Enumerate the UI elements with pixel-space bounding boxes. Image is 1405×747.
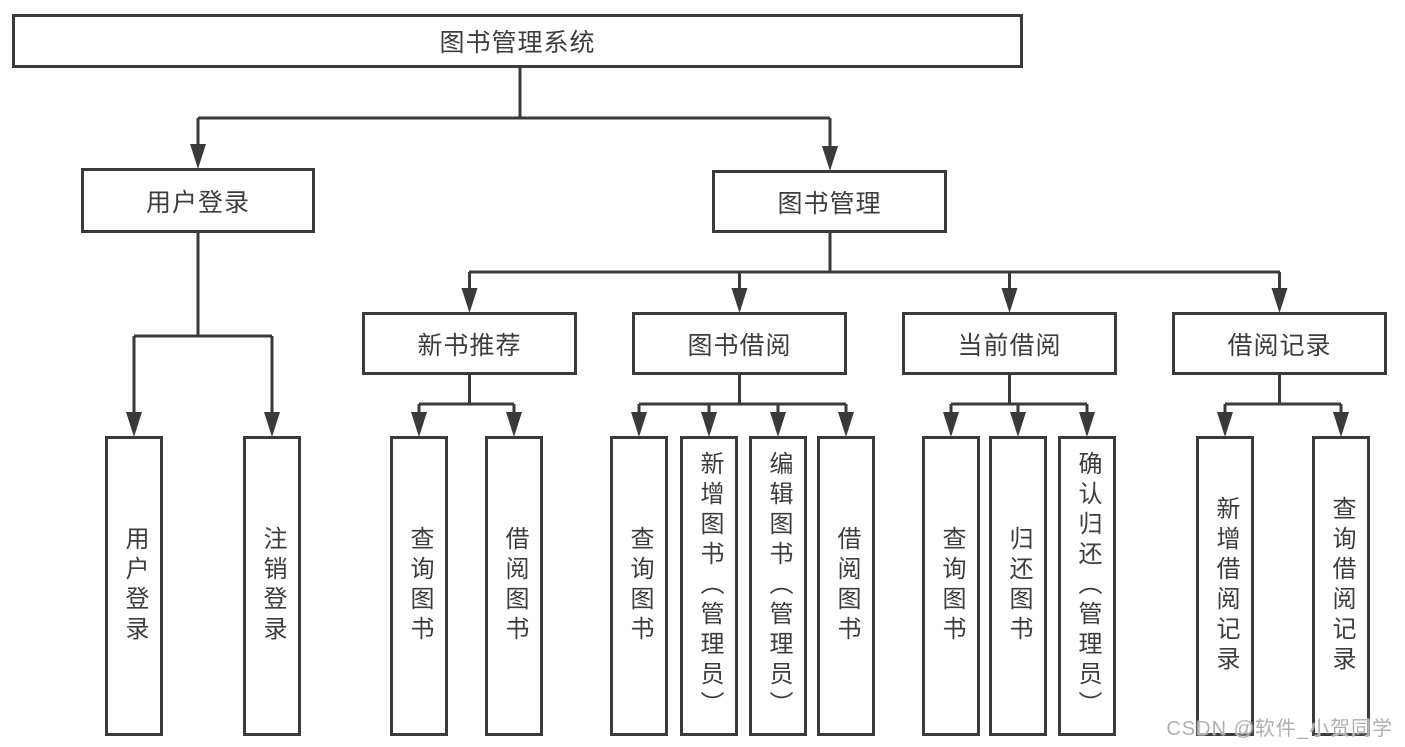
leaf-query-borrow-record-label: 查询借阅记录 bbox=[1328, 496, 1355, 676]
leaf-borrow-book-rec-label: 借阅图书 bbox=[501, 526, 528, 646]
connector-currentborrow-to-leaves bbox=[943, 375, 1095, 437]
leaf-query-book-current-label: 查询图书 bbox=[938, 526, 965, 646]
connector-borrowrecords-to-leaves bbox=[1217, 375, 1349, 437]
node-current-borrow-label: 当前借阅 bbox=[957, 331, 1062, 360]
connector-newbookrec-to-leaves bbox=[411, 375, 522, 437]
leaf-query-book-borrow: 查询图书 bbox=[610, 436, 668, 736]
leaf-confirm-return-admin: 确认归还（管理员） bbox=[1058, 436, 1116, 736]
node-user-login-label: 用户登录 bbox=[145, 188, 250, 217]
node-user-login: 用户登录 bbox=[81, 168, 315, 233]
node-book-management-label: 图书管理 bbox=[777, 189, 882, 218]
leaf-user-login-label: 用户登录 bbox=[121, 526, 148, 646]
csdn-watermark: CSDN @软件_小贺同学 bbox=[1166, 718, 1393, 740]
node-borrow-records: 借阅记录 bbox=[1172, 312, 1387, 375]
node-book-borrow-label: 图书借阅 bbox=[687, 331, 792, 360]
leaf-borrow-book-rec: 借阅图书 bbox=[485, 436, 543, 736]
connector-bookborrow-to-leaves bbox=[631, 375, 854, 437]
leaf-borrow-book: 借阅图书 bbox=[817, 436, 875, 736]
leaf-add-borrow-record-label: 新增借阅记录 bbox=[1212, 496, 1239, 676]
node-new-book-recommend: 新书推荐 bbox=[362, 312, 577, 375]
leaf-query-book-current: 查询图书 bbox=[922, 436, 980, 736]
leaf-logout: 注销登录 bbox=[243, 436, 301, 736]
connector-bookmgmt-to-level3 bbox=[461, 233, 1288, 313]
node-book-management: 图书管理 bbox=[712, 170, 947, 233]
connector-root-to-level2 bbox=[190, 68, 838, 171]
leaf-edit-book-admin: 编辑图书（管理员） bbox=[749, 436, 807, 736]
node-book-borrow: 图书借阅 bbox=[632, 312, 847, 375]
leaf-add-borrow-record: 新增借阅记录 bbox=[1196, 436, 1254, 736]
leaf-borrow-book-label: 借阅图书 bbox=[833, 526, 860, 646]
node-borrow-records-label: 借阅记录 bbox=[1227, 331, 1332, 360]
leaf-query-book-borrow-label: 查询图书 bbox=[626, 526, 653, 646]
leaf-query-book-rec: 查询图书 bbox=[390, 436, 448, 736]
node-root: 图书管理系统 bbox=[12, 14, 1023, 68]
leaf-add-book-admin: 新增图书（管理员） bbox=[680, 436, 738, 736]
leaf-query-book-rec-label: 查询图书 bbox=[406, 526, 433, 646]
leaf-return-book-label: 归还图书 bbox=[1005, 526, 1032, 646]
connector-userlogin-to-leaves bbox=[126, 233, 280, 437]
leaf-logout-label: 注销登录 bbox=[259, 526, 286, 646]
node-root-label: 图书管理系统 bbox=[439, 29, 596, 57]
leaf-edit-book-admin-label: 编辑图书（管理员） bbox=[765, 451, 792, 721]
leaf-return-book: 归还图书 bbox=[989, 436, 1047, 736]
node-current-borrow: 当前借阅 bbox=[902, 312, 1117, 375]
leaf-confirm-return-admin-label: 确认归还（管理员） bbox=[1074, 451, 1101, 721]
leaf-query-borrow-record: 查询借阅记录 bbox=[1312, 436, 1370, 736]
node-new-book-recommend-label: 新书推荐 bbox=[417, 331, 522, 360]
leaf-user-login: 用户登录 bbox=[105, 436, 163, 736]
leaf-add-book-admin-label: 新增图书（管理员） bbox=[696, 451, 723, 721]
